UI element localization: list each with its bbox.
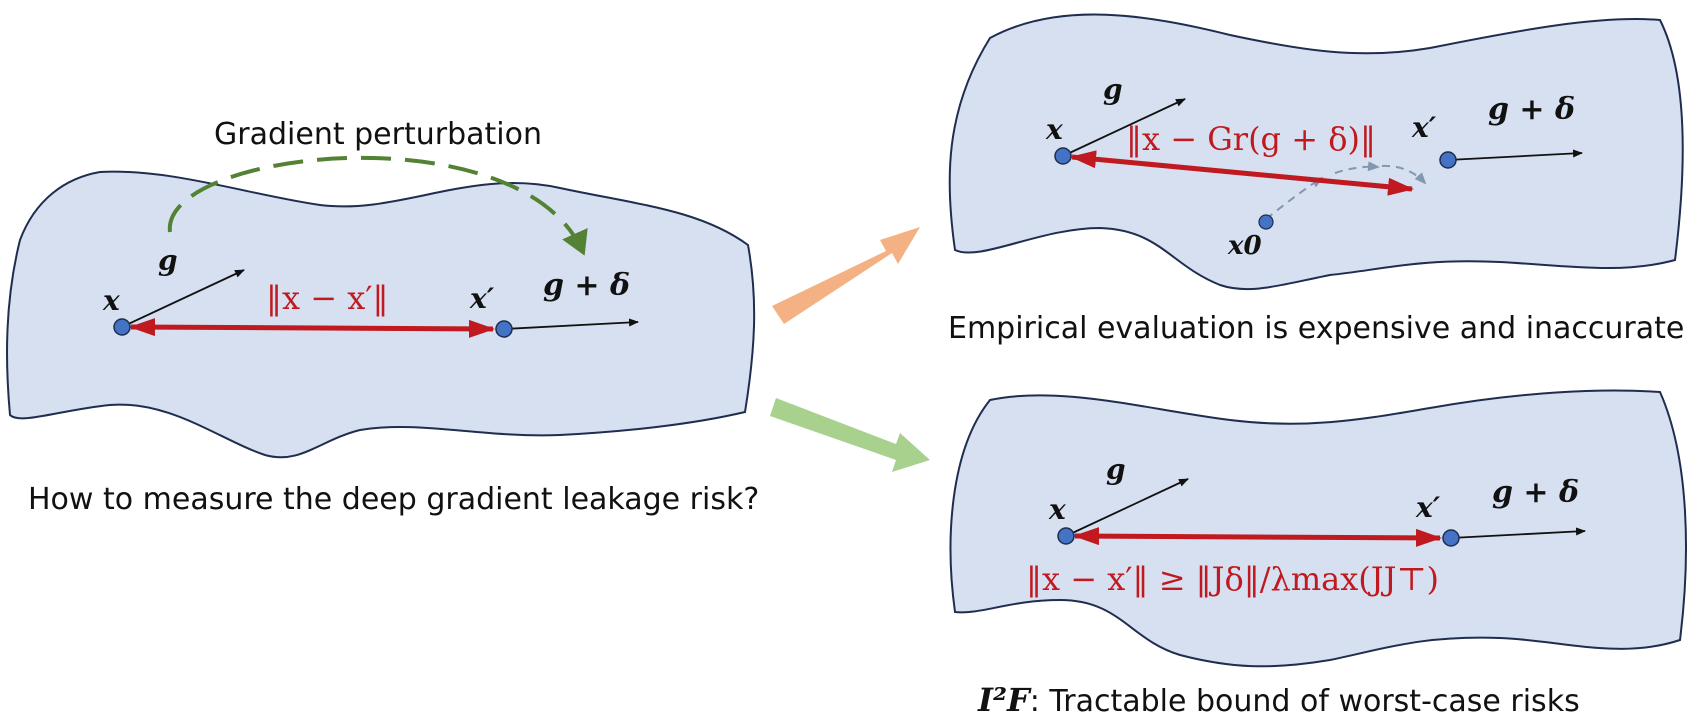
branch-arrows bbox=[770, 227, 930, 472]
gradient-g-delta-arrow bbox=[1447, 149, 1583, 161]
label-g: g bbox=[1106, 453, 1126, 486]
label-g-delta: g + δ bbox=[543, 268, 630, 303]
label-g: g bbox=[1103, 73, 1123, 106]
label-x-prime: x′ bbox=[469, 282, 495, 315]
perturbation-arc bbox=[167, 155, 588, 256]
gradient-g-delta-arrow bbox=[503, 318, 639, 330]
label-x: x bbox=[1045, 113, 1063, 146]
label-x-prime: x′ bbox=[1415, 491, 1441, 524]
bottom-right-panel: x x′ g g + δ ‖x − x′‖ ≥ ‖Jδ‖/λmax(JJ⊤) I… bbox=[949, 389, 1687, 719]
label-g: g bbox=[158, 244, 178, 277]
point-x bbox=[113, 318, 131, 336]
gradient-g-arrow bbox=[121, 269, 245, 328]
reconstruction-distance-arrow bbox=[1070, 150, 1414, 196]
point-x0 bbox=[1258, 214, 1274, 230]
i2f-symbol: I²F bbox=[977, 681, 1032, 719]
label-g-delta: g + δ bbox=[1488, 92, 1575, 127]
bottom-right-caption-text: : Tractable bound of worst-case risks bbox=[1030, 684, 1580, 719]
label-x-prime: x′ bbox=[1411, 111, 1437, 144]
gradient-g-delta-arrow bbox=[1450, 527, 1586, 539]
bottom-right-data-manifold bbox=[949, 389, 1687, 668]
label-x: x bbox=[102, 284, 120, 317]
top-right-panel: x x′ g g + δ x0 ‖x − Gr(g + δ)‖ Empirica… bbox=[948, 13, 1684, 346]
top-right-caption: Empirical evaluation is expensive and in… bbox=[948, 311, 1684, 346]
distance-arrow bbox=[1073, 527, 1442, 547]
perturbation-label: Gradient perturbation bbox=[214, 117, 542, 152]
point-x bbox=[1057, 527, 1075, 545]
bound-label: ‖x − x′‖ ≥ ‖Jδ‖/λmax(JJ⊤) bbox=[1026, 560, 1439, 598]
distance-label: ‖x − x′‖ bbox=[266, 279, 389, 317]
left-panel: Gradient perturbation x x′ g g + δ ‖x − … bbox=[6, 117, 759, 517]
label-x0: x0 bbox=[1227, 231, 1262, 261]
point-x-prime bbox=[1439, 151, 1457, 169]
left-caption: How to measure the deep gradient leakage… bbox=[28, 482, 759, 517]
distance-arrow bbox=[129, 318, 495, 338]
bottom-right-caption: I²F: Tractable bound of worst-case risks bbox=[977, 681, 1580, 719]
arrow-to-bound bbox=[770, 398, 930, 472]
arrow-to-empirical bbox=[772, 227, 920, 324]
point-x bbox=[1054, 147, 1072, 165]
label-x: x bbox=[1048, 493, 1066, 526]
reconstruction-label: ‖x − Gr(g + δ)‖ bbox=[1126, 120, 1376, 158]
gradient-g-arrow bbox=[1062, 98, 1186, 157]
gradient-g-arrow bbox=[1065, 478, 1189, 537]
point-x-prime bbox=[1442, 529, 1460, 547]
label-g-delta: g + δ bbox=[1492, 475, 1579, 510]
point-x-prime bbox=[495, 320, 513, 338]
